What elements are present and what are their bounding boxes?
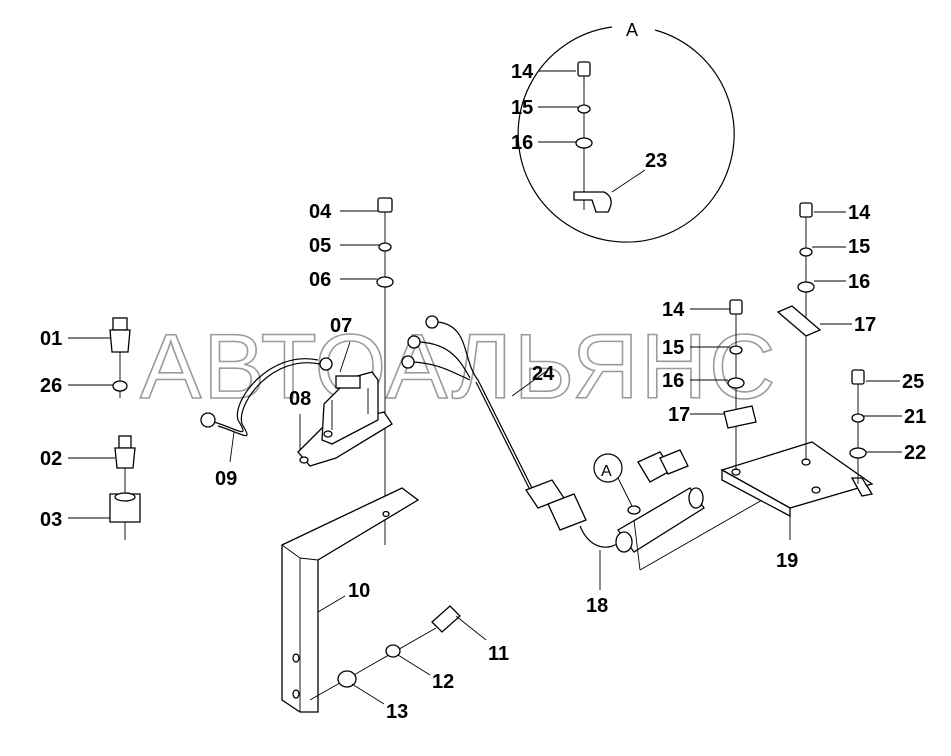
callout-14: 14 [511, 61, 534, 83]
cable-09 [213, 358, 319, 433]
callout-15: 15 [662, 337, 684, 359]
callout-16: 16 [511, 132, 533, 154]
bracket-10 [281, 487, 420, 713]
callout-15: 15 [848, 236, 870, 258]
washer-icon [577, 104, 591, 114]
callout-19: 19 [776, 550, 798, 572]
watermark: АВТОАЛЬЯНС [140, 316, 778, 418]
callout-16: 16 [848, 271, 870, 293]
detail-a-circle [517, 26, 735, 243]
callout-13: 13 [386, 701, 408, 723]
bolt-icon [577, 61, 591, 77]
callout-06: 06 [309, 269, 331, 291]
washer-icon [727, 377, 745, 389]
callout-17: 17 [854, 314, 876, 336]
sensor-group: 01 26 02 03 [40, 317, 141, 540]
clamp-icon [573, 191, 612, 213]
callout-21: 21 [904, 406, 926, 428]
callout-26: 26 [40, 375, 62, 397]
callout-15: 15 [511, 97, 533, 119]
callout-07: 07 [330, 315, 352, 337]
clip-icon [776, 305, 822, 337]
detail-a-marker-label: A [601, 463, 612, 480]
washer-icon [337, 670, 357, 688]
callout-10: 10 [348, 580, 370, 602]
bolt-icon [799, 202, 813, 218]
washer-icon [849, 447, 867, 459]
callout-11: 11 [488, 643, 509, 665]
detail-a-label: A [626, 20, 638, 40]
callout-24: 24 [532, 363, 555, 385]
callout-18: 18 [586, 595, 608, 617]
callout-09: 09 [215, 468, 237, 490]
fuse-assembly: 04 05 06 07 08 09 [200, 197, 394, 545]
callout-22: 22 [904, 442, 926, 464]
callout-17: 17 [668, 404, 690, 426]
callout-01: 01 [40, 328, 62, 350]
callout-12: 12 [432, 671, 454, 693]
callout-04: 04 [309, 201, 332, 223]
washer-icon [385, 644, 401, 658]
callout-02: 02 [40, 448, 62, 470]
cable-24 [437, 321, 533, 489]
bolt-icon [729, 299, 743, 315]
detail-a-view: A 14 15 16 23 [511, 20, 735, 243]
bolt-icon [431, 605, 461, 633]
washer-icon [729, 345, 743, 355]
callout-25: 25 [902, 371, 924, 393]
bolt-icon [851, 369, 865, 385]
callout-05: 05 [309, 235, 331, 257]
callout-23: 23 [645, 150, 667, 172]
washer-icon [575, 137, 593, 149]
callout-14: 14 [662, 299, 685, 321]
callout-16: 16 [662, 370, 684, 392]
sensor-icon [118, 435, 132, 449]
bolt-icon [377, 197, 393, 213]
washer-icon [797, 281, 815, 293]
fuse-icon [335, 375, 361, 389]
bracket-assembly: 10 11 12 13 [281, 487, 509, 723]
mounting-plate-assembly: 19 14 15 16 17 14 15 16 17 [662, 202, 926, 572]
callout-03: 03 [40, 509, 62, 531]
callout-08: 08 [289, 388, 311, 410]
washer-icon [112, 380, 128, 392]
sensor-icon [112, 317, 128, 331]
detail-a-marker [593, 453, 623, 483]
clip-icon [723, 405, 757, 429]
callout-14: 14 [848, 202, 871, 224]
washer-icon [378, 242, 392, 252]
washer-icon [851, 413, 865, 423]
washer-icon [376, 276, 394, 288]
washer-icon [799, 247, 813, 257]
